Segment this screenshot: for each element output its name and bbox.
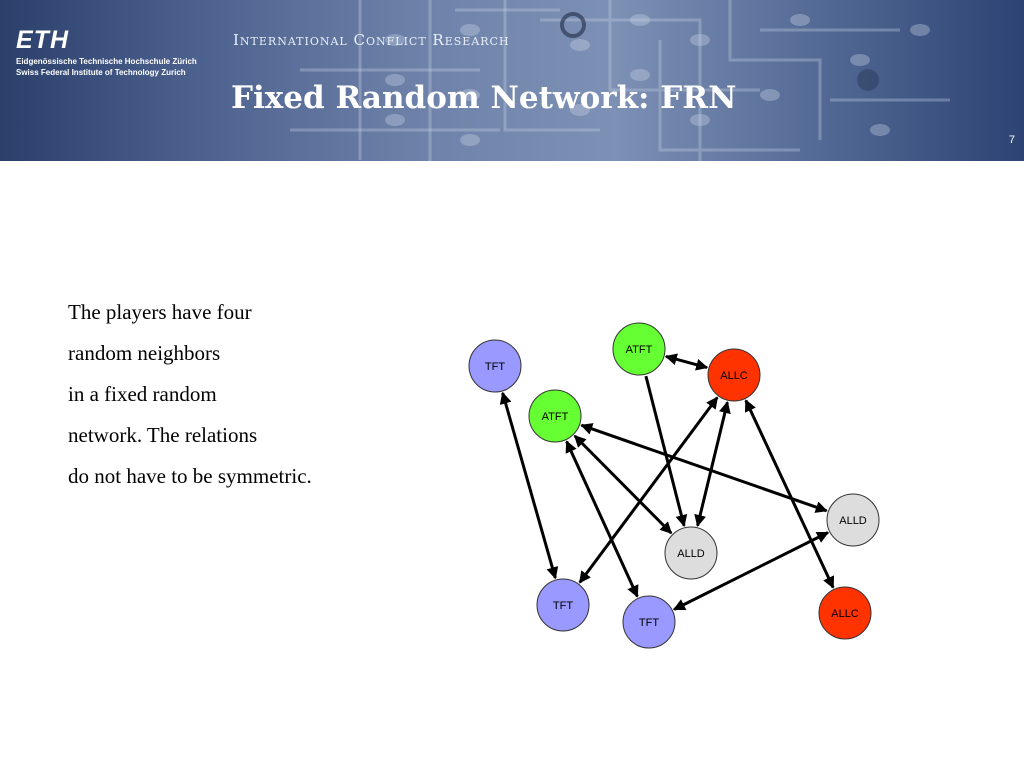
node-circle: [468, 339, 522, 393]
node-circle: [826, 493, 880, 547]
header-banner: ETH Eidgenössische Technische Hochschule…: [0, 0, 1024, 161]
node-circle: [664, 526, 718, 580]
node-atft2: ATFT: [528, 389, 582, 443]
body-text-line: in a fixed random: [68, 382, 217, 406]
edge-alld1-tft3: [672, 531, 830, 611]
node-label: ATFT: [626, 344, 653, 356]
node-allc1: ALLC: [707, 348, 761, 402]
node-label: TFT: [639, 617, 659, 629]
body-text-line: do not have to be symmetric.: [68, 464, 312, 488]
node-label: TFT: [553, 600, 573, 612]
node-circle: [536, 578, 590, 632]
node-label: ALLD: [839, 515, 867, 527]
node-alld1: ALLD: [826, 493, 880, 547]
edge-atft2-tft3: [565, 440, 639, 598]
banner-background-pattern: [290, 0, 950, 161]
node-circle: [528, 389, 582, 443]
node-alld2: ALLD: [664, 526, 718, 580]
body-text-line: network. The relations: [68, 423, 258, 447]
node-circle: [818, 586, 872, 640]
node-allc2: ALLC: [818, 586, 872, 640]
department-title: International Conflict Research: [233, 31, 510, 49]
node-tft3: TFT: [622, 595, 676, 649]
edge-tft1-tft2: [499, 391, 559, 580]
eth-subtitle-english: Swiss Federal Institute of Technology Zu…: [16, 68, 186, 77]
node-label: ALLC: [831, 608, 859, 620]
node-atft1: ATFT: [612, 322, 666, 376]
slide-title: Fixed Random Network: FRN: [231, 80, 737, 116]
node-circle: [612, 322, 666, 376]
edge-atft1-allc1: [664, 353, 709, 371]
eth-logo: ETH: [16, 26, 69, 54]
edge-allc1-allc2: [744, 399, 835, 589]
node-circle: [622, 595, 676, 649]
node-label: ATFT: [542, 411, 569, 423]
eth-subtitle-german: Eidgenössische Technische Hochschule Zür…: [16, 57, 197, 66]
node-label: ALLD: [677, 548, 705, 560]
node-tft2: TFT: [536, 578, 590, 632]
node-label: ALLC: [720, 370, 748, 382]
body-text-line: random neighbors: [68, 341, 221, 365]
node-label: TFT: [485, 361, 505, 373]
node-tft1: TFT: [468, 339, 522, 393]
edge-allc1-alld2: [694, 401, 731, 527]
page-number: 7: [1008, 134, 1015, 146]
node-circle: [707, 348, 761, 402]
body-text: The players have four random neighbors i…: [68, 296, 408, 501]
body-text-line: The players have four: [68, 300, 252, 324]
